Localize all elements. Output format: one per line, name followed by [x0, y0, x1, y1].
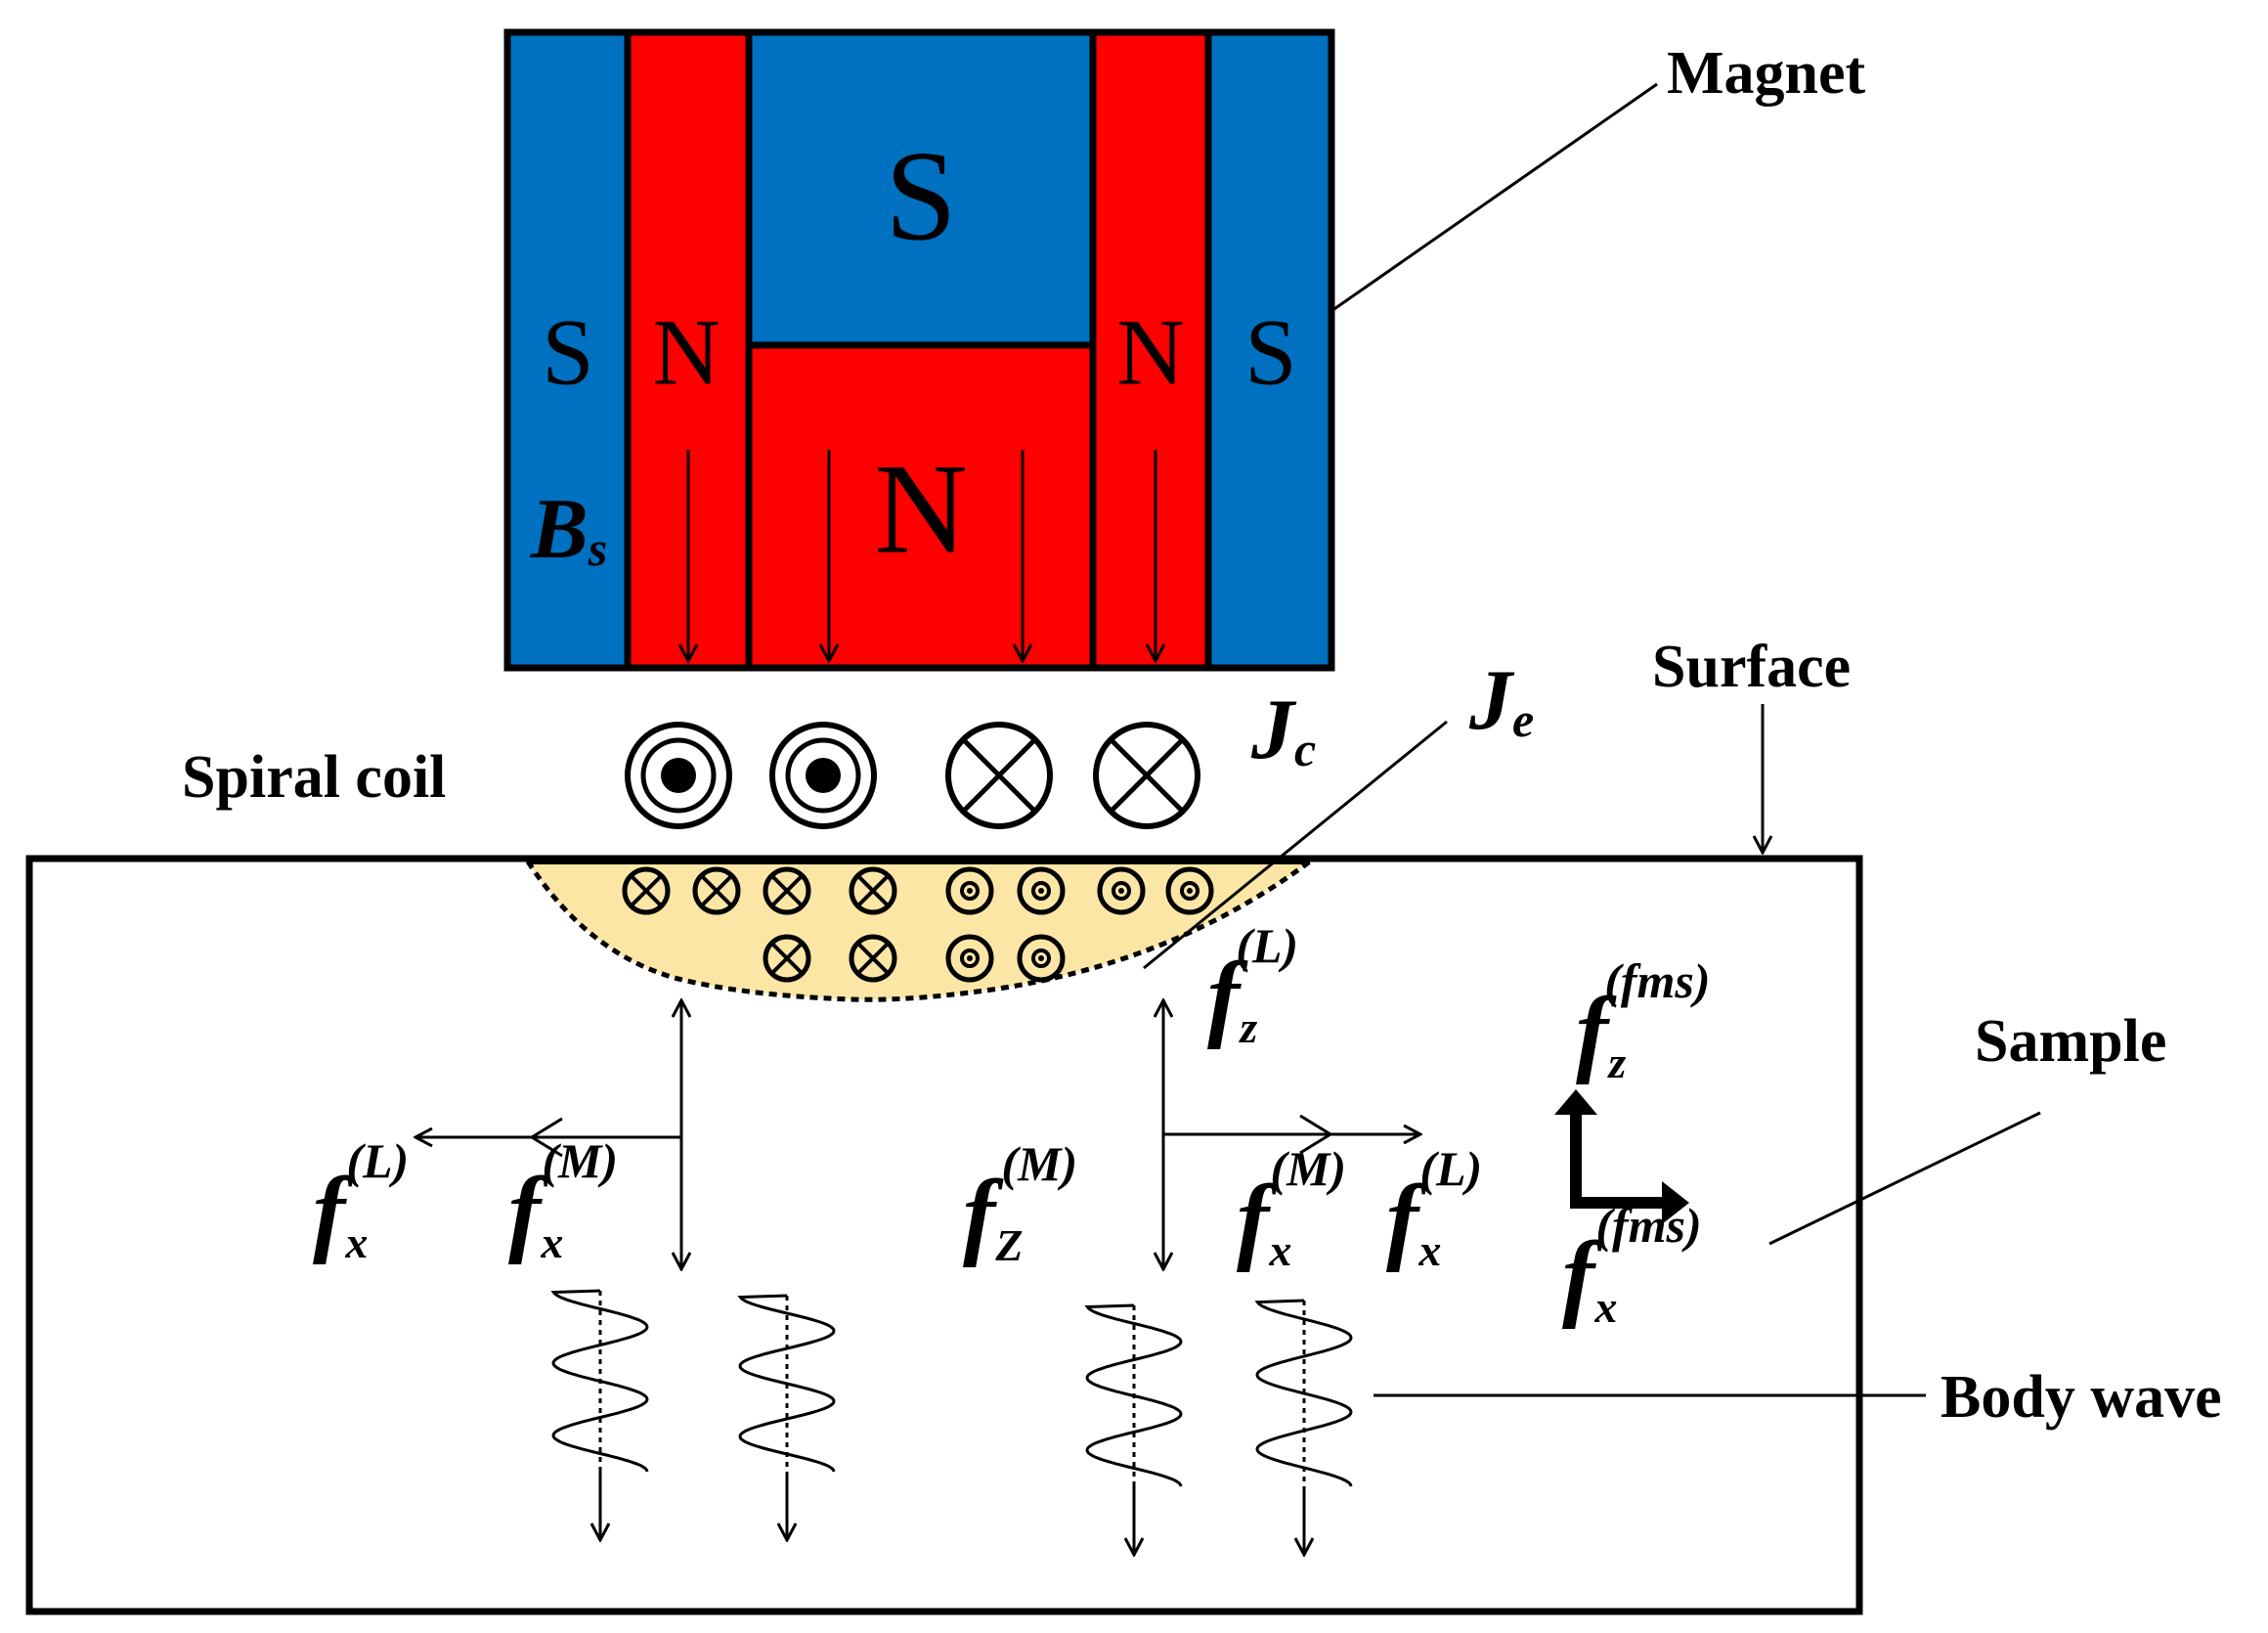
spiral-coil-label: Spiral coil [182, 744, 446, 811]
magnet-inner-right-north [1093, 32, 1208, 668]
force-label-fx-M-left: fx(M) [508, 1133, 618, 1267]
force-label-fz-fms: fz(fms) [1576, 953, 1711, 1087]
pole-inner-left: N [652, 300, 720, 405]
coil-conductors [625, 722, 1200, 829]
coil-current-label-jc: Jc [1250, 683, 1316, 777]
eddy-dot-icon [945, 866, 994, 915]
eddy-dot-icon [1097, 866, 1146, 915]
pole-center-top: S [885, 124, 956, 268]
eddy-leader-line [1143, 720, 1448, 970]
eddy-current-label-je: Je [1468, 653, 1534, 748]
eddy-cross-icon [763, 934, 811, 983]
force-label-fx-M-right: fx(M) [1237, 1141, 1346, 1275]
eddy-dot-icon [1017, 934, 1066, 983]
cross-current-icon [945, 722, 1053, 829]
eddy-cross-icon [849, 866, 897, 915]
eddy-region-boundary [525, 859, 1312, 1002]
eddy-cross-icon [763, 866, 811, 915]
force-label-fZ-M: fZ(M) [963, 1136, 1077, 1270]
magnet-callout-label: Magnet [1667, 40, 1866, 107]
magnet-leader-line [1330, 82, 1658, 313]
magnet-center-bottom-north [749, 345, 1093, 668]
dot-current-icon [769, 722, 877, 829]
surface-callout-label: Surface [1652, 634, 1851, 700]
magnet-outer-right-south [1208, 32, 1331, 668]
static-field-arrows [688, 450, 1156, 661]
left-force-arrow-mid-head [529, 1117, 563, 1158]
force-label-fx-fms: fx(fms) [1562, 1198, 1702, 1332]
body-wave-callout-label: Body wave [1941, 1364, 2222, 1431]
body-waves [550, 1289, 1353, 1555]
pole-inner-right: N [1116, 300, 1184, 405]
body-wave-icon [737, 1294, 836, 1540]
eddy-dot-icon [1017, 866, 1066, 915]
pole-outer-left: S [542, 300, 593, 405]
magnet-center-top-south [749, 32, 1093, 345]
eddy-cross-icon [849, 934, 897, 983]
eddy-current-symbols [622, 866, 1214, 983]
pole-outer-right: S [1244, 300, 1296, 405]
field-label-bs: Bs [530, 482, 607, 577]
force-arrows [415, 1000, 1420, 1269]
eddy-dot-icon [945, 934, 994, 983]
fms-axes-icon [1554, 1089, 1689, 1224]
right-force-arrow-mid-head [1299, 1114, 1333, 1155]
pole-center-bottom: N [874, 437, 967, 581]
magnet-outer-left-south [507, 32, 628, 668]
body-wave-icon [1254, 1299, 1353, 1555]
body-wave-icon [550, 1289, 649, 1540]
magnet-assembly: S N S N N S Bs [503, 28, 1335, 672]
cross-current-icon [1093, 722, 1200, 829]
dot-current-icon [625, 722, 732, 829]
force-label-fx-L-left: fx(L) [313, 1133, 409, 1267]
sample-leader-line [1768, 1111, 2041, 1246]
eddy-cross-icon [692, 866, 741, 915]
force-label-fx-L-right: fx(L) [1386, 1141, 1482, 1275]
body-wave-icon [1084, 1303, 1183, 1555]
eddy-dot-icon [1165, 866, 1214, 915]
eddy-cross-icon [622, 866, 671, 915]
sample-callout-label: Sample [1975, 1008, 2166, 1075]
force-label-fz-L: fz(L) [1207, 918, 1298, 1052]
